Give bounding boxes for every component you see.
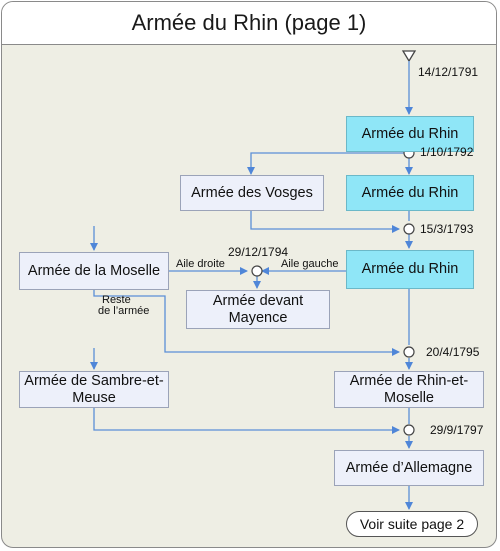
date-1-10-1792: 1/10/1792	[420, 145, 474, 159]
label-reste: Reste	[102, 294, 131, 306]
junction-node-1795	[403, 346, 415, 358]
flow-connectors	[90, 50, 417, 510]
connector-node2-vosges	[247, 152, 404, 175]
junction-node-1794	[251, 265, 263, 277]
date-15-3-1793: 15/3/1793	[420, 222, 474, 236]
connector-reste-node5	[93, 290, 400, 356]
box-armee-d-allemagne: Armée d’Allemagne	[334, 450, 484, 486]
box-armee-devant-mayence: Armée devant Mayence	[186, 290, 330, 329]
box-armee-du-rhin-1793: Armée du Rhin	[346, 250, 474, 289]
next-page-link[interactable]: Voir suite page 2	[346, 511, 478, 537]
box-armee-de-rhin-et-moselle: Armée de Rhin-et-Moselle	[334, 371, 484, 408]
box-armee-de-la-moselle: Armée de la Moselle	[19, 252, 169, 290]
junction-node-1793	[403, 223, 415, 235]
box-armee-du-rhin-1792: Armée du Rhin	[346, 175, 474, 211]
date-14-12-1791: 14/12/1791	[418, 65, 479, 79]
start-marker	[401, 50, 417, 63]
label-aile-gauche: Aile gauche	[281, 258, 339, 270]
box-armee-du-rhin-1791: Armée du Rhin	[346, 116, 474, 152]
label-de-l-armee: de l’armée	[98, 305, 150, 317]
box-armee-de-sambre-et-meuse: Armée de Sambre-et-Meuse	[19, 371, 169, 408]
connector-sambre-node6	[93, 408, 400, 434]
date-20-4-1795: 20/4/1795	[426, 345, 480, 359]
diagram-title: Armée du Rhin (page 1)	[2, 2, 496, 45]
label-aile-droite: Aile droite	[176, 258, 225, 270]
box-armee-des-vosges: Armée des Vosges	[180, 175, 324, 211]
date-29-9-1797: 29/9/1797	[430, 423, 484, 437]
connector-vosges-node3	[250, 211, 400, 233]
date-29-12-1794: 29/12/1794	[228, 245, 289, 259]
junction-node-1797	[403, 424, 415, 436]
